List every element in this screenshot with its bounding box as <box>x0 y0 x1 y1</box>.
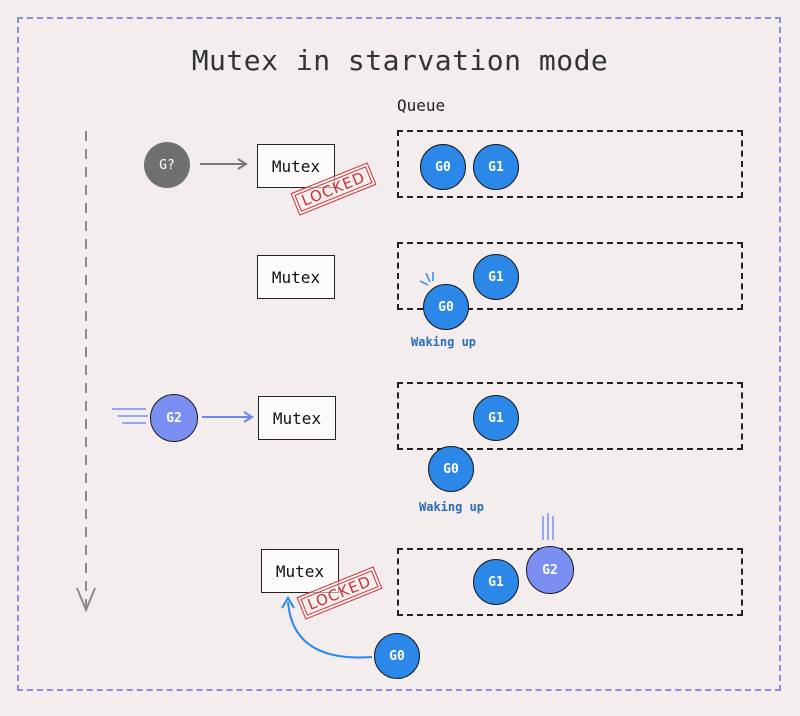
goroutine-g0-row2: G0 <box>423 284 469 330</box>
goroutine-unknown: G? <box>144 142 190 188</box>
drop-lines-icon <box>542 513 554 540</box>
queue-box-3 <box>397 382 743 450</box>
queue-label: Queue <box>397 96 446 115</box>
mutex-box-1: Mutex <box>257 144 335 188</box>
goroutine-g1-row2: G1 <box>473 254 519 300</box>
queue-box-1 <box>397 130 743 198</box>
mutex-box-3: Mutex <box>258 396 336 440</box>
speed-lines-icon <box>112 408 148 424</box>
goroutine-g2-row4: G2 <box>526 546 574 594</box>
goroutine-g0-row3: G0 <box>428 446 474 492</box>
goroutine-g1-row3: G1 <box>473 395 519 441</box>
goroutine-g1-row1: G1 <box>473 144 519 190</box>
goroutine-g2-row3: G2 <box>150 394 198 442</box>
diagram-title: Mutex in starvation mode <box>191 44 609 77</box>
waking-up-label-1: Waking up <box>411 335 477 349</box>
queue-box-2 <box>397 242 743 310</box>
queue-box-4 <box>397 548 743 616</box>
wake-spark-icon <box>419 272 434 286</box>
mutex-box-2: Mutex <box>257 255 335 299</box>
timeline-arrowhead <box>76 587 96 613</box>
waking-up-label-2: Waking up <box>419 500 485 514</box>
goroutine-g1-row4: G1 <box>473 559 519 605</box>
diagram-frame <box>17 17 781 691</box>
goroutine-g0-row1: G0 <box>420 144 466 190</box>
arrow-g0-to-mutex <box>287 601 373 659</box>
goroutine-g0-row4: G0 <box>374 633 420 679</box>
